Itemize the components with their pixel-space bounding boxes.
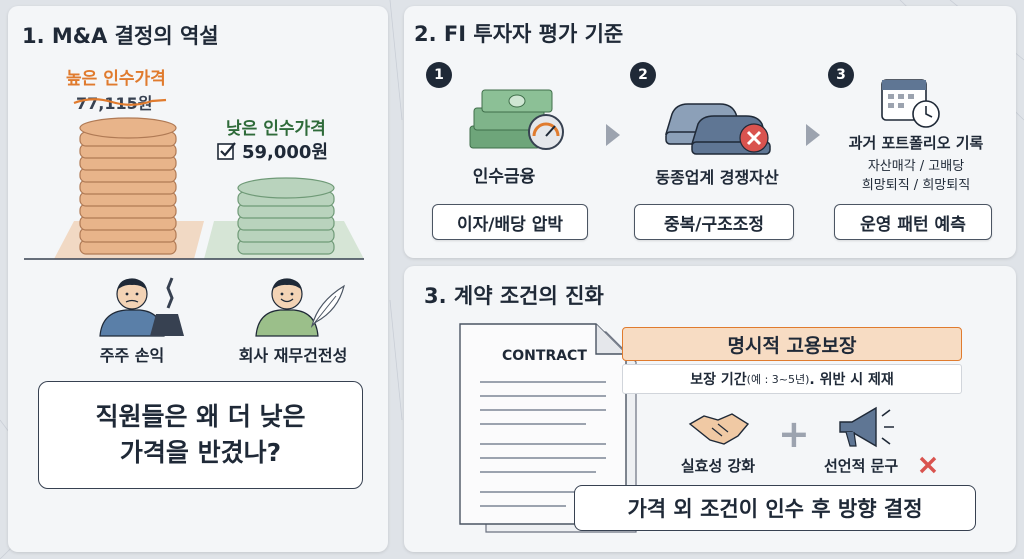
guarantee-detail: 보장 기간 (예 : 3~5년) . 위반 시 제재 bbox=[622, 364, 962, 394]
low-coin-stack bbox=[237, 177, 335, 255]
plus-sign: + bbox=[778, 412, 810, 456]
guarantee-detail-a: 보장 기간 bbox=[690, 372, 747, 388]
question-box: 직원들은 왜 더 낮은 가격을 반겼나? bbox=[38, 381, 363, 489]
guarantee-title: 명시적 고용보장 bbox=[622, 327, 962, 361]
contract-label: CONTRACT bbox=[502, 348, 587, 364]
calendar-clock-icon bbox=[881, 79, 940, 128]
low-price-label: 낮은 인수가격 bbox=[226, 119, 326, 139]
chain-weight-icon bbox=[150, 277, 184, 336]
criterion-3-number: 3 bbox=[828, 62, 854, 88]
feather-icon bbox=[310, 284, 345, 328]
question-line-1: 직원들은 왜 더 낮은 bbox=[95, 402, 306, 431]
criterion-3-tag: 운영 패턴 예측 bbox=[834, 204, 992, 240]
x-icon bbox=[739, 123, 769, 153]
panel-contract-evolution: 3. 계약 조건의 진화 CONTRACT 명시적 고용보장 보장 기간 (예 … bbox=[404, 266, 1016, 552]
high-price-label: 높은 인수가격 bbox=[66, 69, 166, 89]
high-coin-stack bbox=[79, 117, 177, 255]
money-stack-icon bbox=[469, 89, 553, 149]
criterion-2-number: 2 bbox=[630, 62, 656, 88]
section2-title: 2. FI 투자자 평가 기준 bbox=[414, 22, 624, 46]
criterion-1-number: 1 bbox=[426, 62, 452, 88]
document-icon bbox=[459, 323, 637, 533]
criterion-3-sub2: 희망퇴직 / 희망퇴직 bbox=[861, 178, 971, 193]
low-price-value: 59,000원 bbox=[242, 142, 329, 163]
criterion-3-title: 과거 포트폴리오 기록 bbox=[848, 134, 984, 152]
criterion-2-tag: 중복/구조조정 bbox=[634, 204, 794, 240]
smiling-employee-icon bbox=[255, 278, 319, 337]
guarantee-detail-c: . 위반 시 제재 bbox=[809, 372, 894, 388]
panel-ma-paradox: 1. M&A 결정의 역설 높은 인수가격 77,115원 낮은 인수가격 bbox=[8, 6, 388, 552]
panel-fi-criteria: 2. FI 투자자 평가 기준 1 인수금융 이자/배당 압박 2 동종업계 경… bbox=[404, 6, 1016, 258]
company-label: 회사 재무건전성 bbox=[238, 346, 348, 365]
x-icon bbox=[919, 456, 937, 474]
handshake-icon bbox=[688, 413, 750, 445]
worried-shareholder-icon bbox=[99, 278, 165, 337]
section1-title: 1. M&A 결정의 역설 bbox=[22, 24, 219, 48]
arrow-1-2 bbox=[606, 124, 620, 146]
gauge-icon bbox=[528, 114, 564, 150]
declarative-label: 선언적 문구 bbox=[824, 457, 899, 475]
criterion-3-sub1: 자산매각 / 고배당 bbox=[867, 159, 965, 174]
shareholder-label: 주주 손익 bbox=[99, 346, 165, 365]
question-line-2: 가격을 반겼나? bbox=[119, 438, 282, 467]
checkbox-icon bbox=[217, 142, 236, 160]
section3-title: 3. 계약 조건의 진화 bbox=[424, 284, 604, 308]
megaphone-icon bbox=[839, 406, 894, 448]
conclusion-box: 가격 외 조건이 인수 후 방향 결정 bbox=[574, 485, 976, 531]
guarantee-detail-b: (예 : 3~5년) bbox=[746, 373, 810, 386]
arrow-2-3 bbox=[806, 124, 820, 146]
criterion-1-tag: 이자/배당 압박 bbox=[432, 204, 588, 240]
criterion-1-title: 인수금융 bbox=[472, 167, 536, 187]
strike-scribble bbox=[73, 98, 167, 106]
effective-label: 실효성 강화 bbox=[680, 457, 756, 475]
criterion-2-title: 동종업계 경쟁자산 bbox=[655, 168, 779, 187]
